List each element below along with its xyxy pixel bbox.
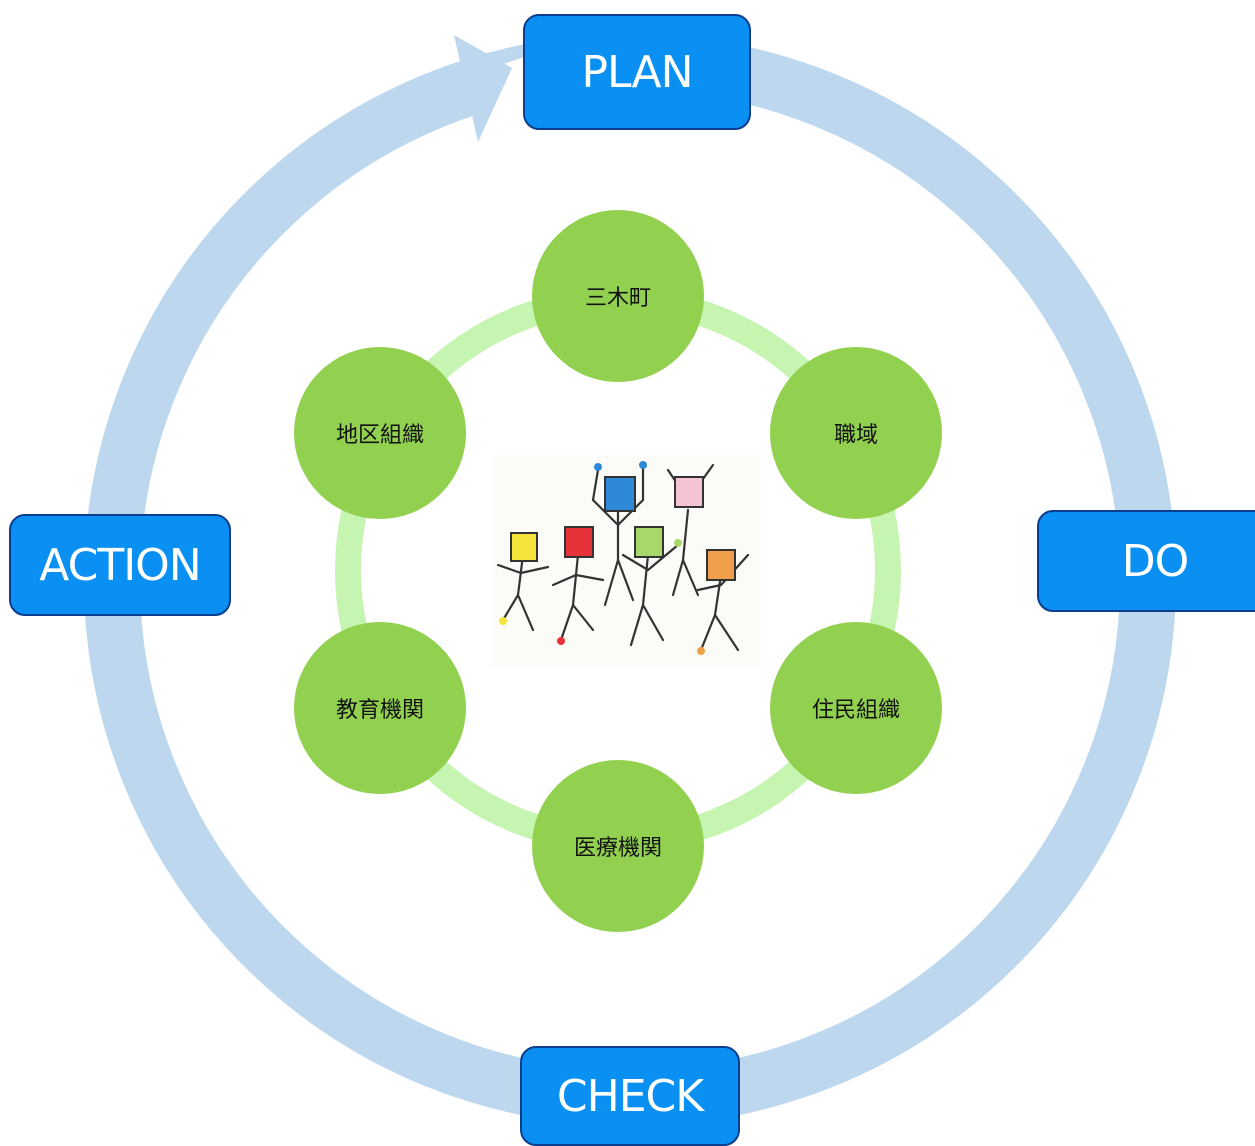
member-node-miki-town: 三木町 bbox=[532, 210, 704, 382]
member-node-education: 教育機関 bbox=[294, 622, 466, 794]
member-label: 住民組織 bbox=[811, 698, 900, 723]
check-box: CHECK bbox=[520, 1046, 740, 1146]
action-label: ACTION bbox=[39, 539, 201, 591]
do-label: DO bbox=[1121, 535, 1190, 587]
action-box: ACTION bbox=[9, 514, 231, 616]
mascot-group-illustration bbox=[493, 455, 761, 667]
member-node-medical: 医療機関 bbox=[532, 760, 704, 932]
member-label: 医療機関 bbox=[573, 836, 662, 861]
member-label: 教育機関 bbox=[335, 698, 424, 723]
member-node-workplace: 職域 bbox=[770, 347, 942, 519]
do-box: DO bbox=[1037, 510, 1255, 612]
member-label: 三木町 bbox=[584, 286, 651, 311]
plan-label: PLAN bbox=[581, 46, 693, 98]
cycle-arrow-head-icon bbox=[454, 35, 512, 142]
plan-box: PLAN bbox=[523, 14, 751, 130]
member-label: 地区組織 bbox=[335, 423, 424, 448]
member-node-resident-org: 住民組織 bbox=[770, 622, 942, 794]
check-label: CHECK bbox=[556, 1070, 704, 1122]
member-label: 職域 bbox=[833, 423, 878, 448]
member-node-district-org: 地区組織 bbox=[294, 347, 466, 519]
